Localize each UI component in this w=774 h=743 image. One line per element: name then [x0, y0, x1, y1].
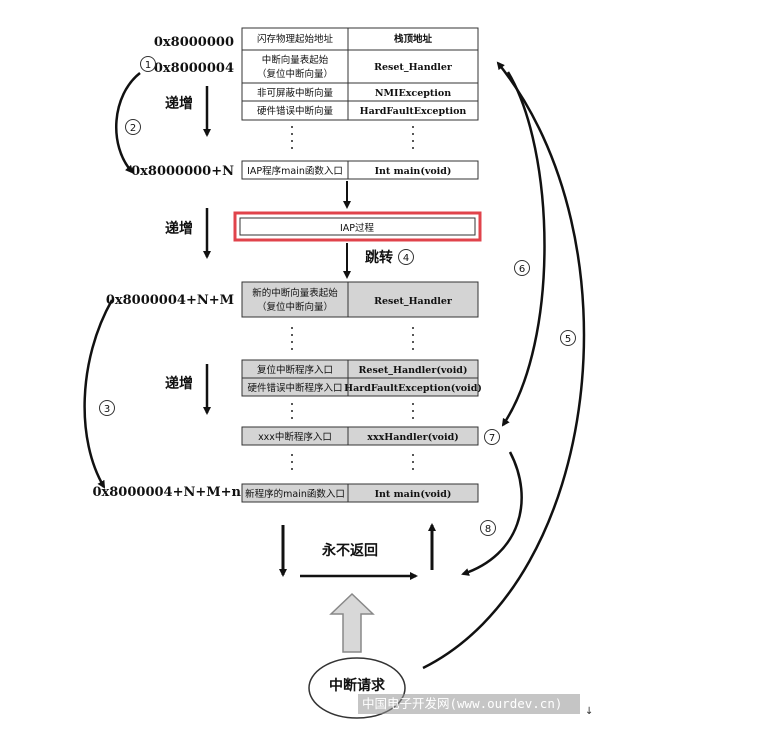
cell-hardfault-vector: 硬件错误中断向量	[257, 105, 334, 117]
ellipsis-dots-lower	[291, 403, 414, 419]
cell-reset-entry: 复位中断程序入口	[257, 364, 333, 376]
step-2-badge	[125, 119, 141, 135]
curve-arrow-step-5	[422, 61, 586, 670]
curve-arrow-step-2	[115, 72, 141, 174]
cell-new-reset-handler: Reset_Handler	[374, 296, 453, 307]
step-7-badge	[484, 429, 500, 445]
cell-hardfault-void: HardFaultException(void)	[344, 383, 482, 394]
step-3-badge	[99, 400, 115, 416]
cell-iap-main-entry: IAP程序main函数入口	[247, 165, 343, 177]
watermark: 中国电子开发网(www.ourdev.cn)	[358, 694, 580, 714]
cell-new-int-main: Int main(void)	[375, 489, 452, 500]
cell-reset-vector-note: （复位中断向量）	[257, 68, 333, 80]
step-5-number: 5	[565, 334, 571, 345]
iap-main-entry-row: IAP程序main函数入口 Int main(void)	[241, 160, 479, 180]
step-3-number: 3	[104, 404, 110, 415]
cell-nmi-exception: NMIException	[375, 88, 451, 99]
increment-label-3: 递增	[165, 375, 193, 392]
step-6-badge	[514, 260, 530, 276]
step-8-badge	[480, 520, 496, 536]
never-return-label: 永不返回	[321, 542, 378, 559]
curve-arrow-step-8	[461, 451, 523, 576]
step-8-number: 8	[485, 524, 491, 535]
step-5-badge	[560, 330, 576, 346]
cell-hardfault-exception: HardFaultException	[360, 106, 467, 117]
increment-label-1: 递增	[165, 95, 193, 112]
step-7-number: 7	[489, 433, 495, 444]
cell-hardfault-entry: 硬件错误中断程序入口	[247, 382, 342, 394]
cell-reset-handler: Reset_Handler	[374, 62, 453, 73]
cell-flash-start-label: 闪存物理起始地址	[257, 33, 334, 45]
iap-process-box: IAP过程	[233, 211, 482, 242]
increment-label-2: 递增	[165, 220, 193, 237]
step-4-number: 4	[403, 253, 409, 264]
curve-arrow-step-3	[83, 299, 114, 489]
jump-label: 跳转	[365, 249, 393, 266]
address-iap-main: 0x8000000+N	[131, 164, 234, 179]
ellipsis-dots-bottom	[291, 454, 414, 470]
step-6-number: 6	[519, 264, 525, 275]
cell-iap-int-main: Int main(void)	[375, 166, 452, 177]
cell-reset-handler-void: Reset_Handler(void)	[359, 365, 468, 376]
curve-arrow-step-6	[501, 71, 546, 427]
step-4-badge	[398, 249, 414, 265]
cell-stack-top: 栈顶地址	[394, 33, 433, 45]
cell-xxx-entry: xxx中断程序入口	[258, 431, 332, 443]
ellipsis-dots-top	[291, 126, 414, 149]
text-cursor-icon: ↓	[585, 706, 594, 717]
step-1-badge	[140, 56, 156, 72]
step-2-number: 2	[130, 123, 136, 134]
new-handler-rows: 复位中断程序入口 Reset_Handler(void) 硬件错误中断程序入口 …	[241, 359, 482, 397]
ellipsis-dots-mid	[291, 327, 414, 350]
address-new-main: 0x8000004+N+M+n	[92, 485, 241, 500]
cell-nmi-vector: 非可屏蔽中断向量	[257, 87, 334, 99]
address-vector-table: 0x8000004	[154, 61, 234, 76]
cell-new-reset-vector-note: （复位中断向量）	[257, 301, 333, 313]
interrupt-hollow-arrow	[329, 592, 375, 653]
cell-new-vector-start: 新的中断向量表起始	[252, 287, 338, 299]
cell-vector-table-start: 中断向量表起始	[262, 54, 329, 66]
new-vector-table-header: 新的中断向量表起始 （复位中断向量） Reset_Handler	[241, 281, 479, 318]
step-1-number: 1	[145, 60, 151, 71]
cell-new-main-entry: 新程序的main函数入口	[245, 488, 345, 500]
address-flash-start: 0x8000000	[154, 35, 234, 50]
new-main-row: 新程序的main函数入口 Int main(void)	[241, 483, 479, 503]
cell-xxx-handler: xxxHandler(void)	[367, 432, 458, 443]
flash-vector-table: 闪存物理起始地址 栈顶地址 中断向量表起始 （复位中断向量） Reset_Han…	[241, 27, 479, 121]
address-new-vector-table: 0x8000004+N+M	[106, 293, 234, 308]
iap-process-label: IAP过程	[340, 222, 375, 234]
xxx-handler-row: xxx中断程序入口 xxxHandler(void)	[241, 426, 479, 446]
interrupt-request-label: 中断请求	[329, 677, 386, 694]
